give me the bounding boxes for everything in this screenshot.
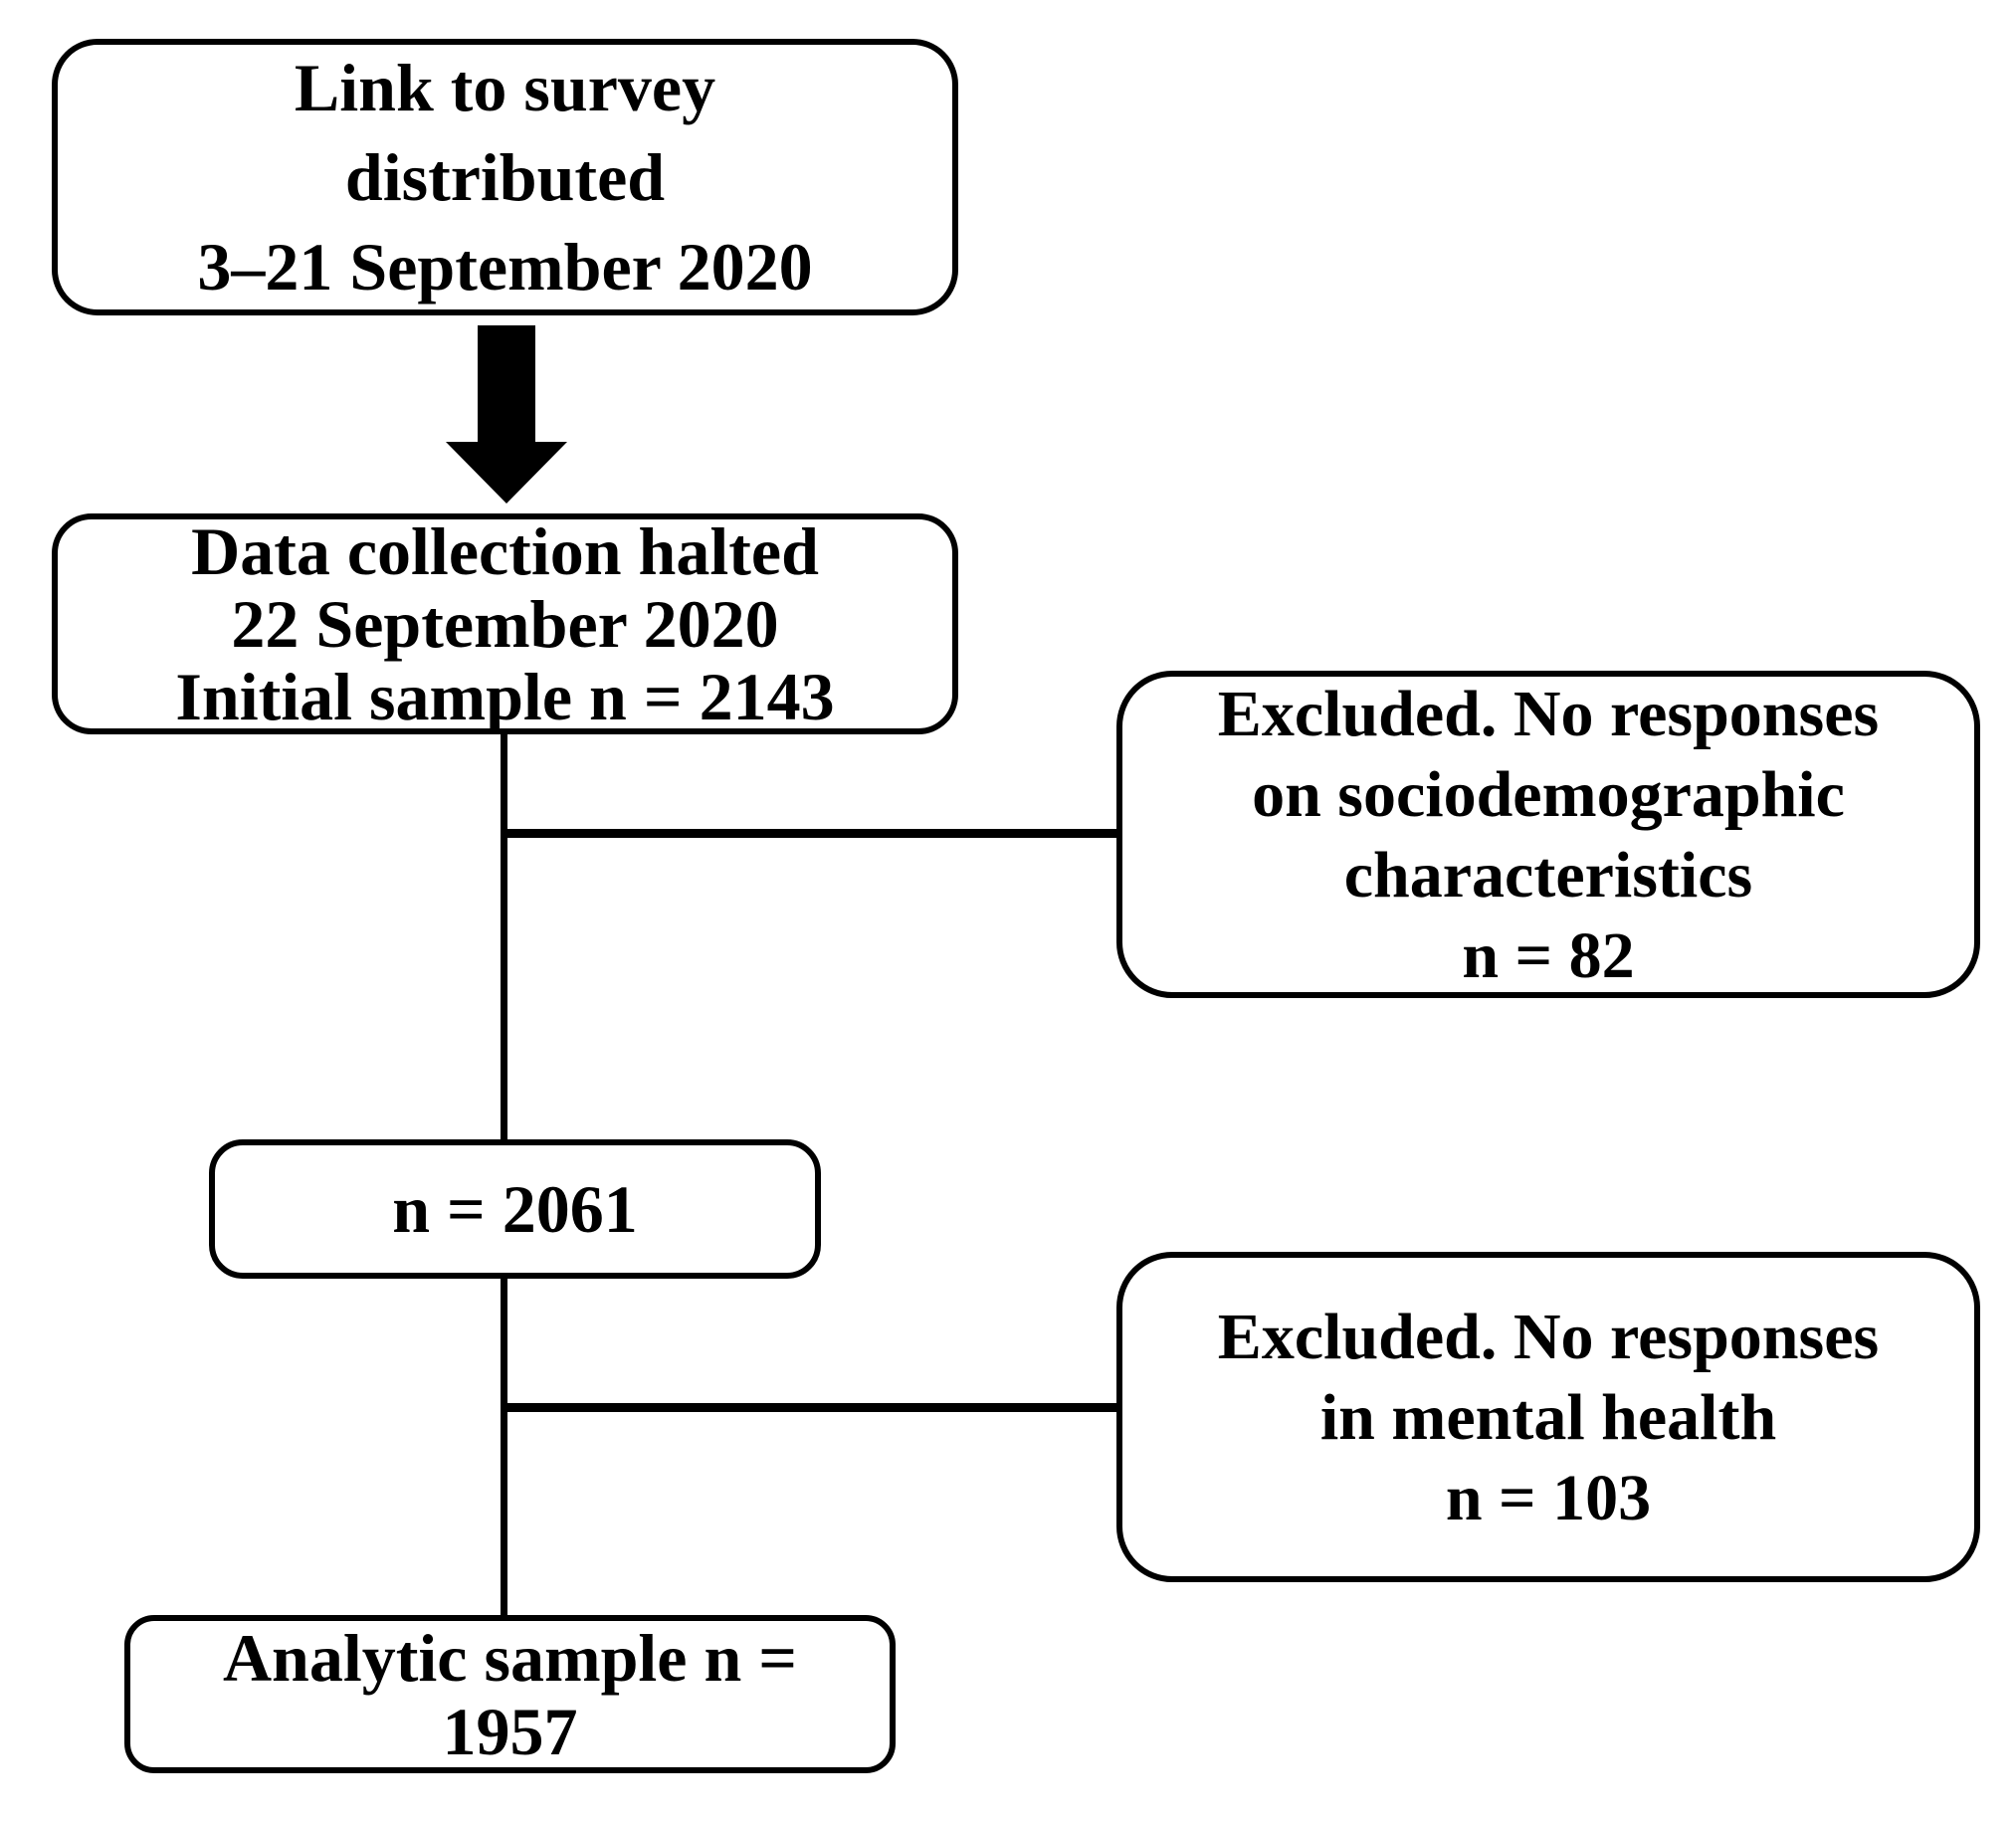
node-survey-link-line2: distributed xyxy=(344,139,666,215)
connector-vertical-2 xyxy=(501,1277,507,1620)
node-survey-link: Link to survey distributed 3–21 Septembe… xyxy=(52,39,958,315)
node-excluded-sociodemographic-line1: Excluded. No responses xyxy=(1217,677,1880,750)
down-arrow-head xyxy=(446,442,567,504)
node-excluded-sociodemographic-line3: characteristics xyxy=(1343,838,1753,912)
node-analytic-sample: Analytic sample n = 1957 xyxy=(124,1615,896,1773)
node-analytic-sample-line1: Analytic sample n = xyxy=(222,1619,798,1696)
connector-branch-excluded-2 xyxy=(501,1403,1122,1412)
node-excluded-sociodemographic-line2: on sociodemographic xyxy=(1252,757,1845,831)
node-data-collection-line2: 22 September 2020 xyxy=(231,585,779,662)
node-excluded-mental-health-count: n = 103 xyxy=(1445,1461,1652,1534)
down-arrow-stem xyxy=(478,325,535,447)
node-excluded-mental-health-line1: Excluded. No responses xyxy=(1217,1300,1880,1373)
connector-branch-excluded-1 xyxy=(501,829,1122,838)
node-data-collection-halted: Data collection halted 22 September 2020… xyxy=(52,513,958,734)
node-analytic-sample-count: 1957 xyxy=(442,1693,578,1769)
node-sample-2061: n = 2061 xyxy=(209,1139,821,1279)
node-data-collection-line3: Initial sample n = 2143 xyxy=(175,658,835,734)
node-data-collection-line1: Data collection halted xyxy=(191,512,819,589)
node-excluded-sociodemographic: Excluded. No responses on sociodemograph… xyxy=(1116,671,1980,998)
node-excluded-mental-health: Excluded. No responses in mental health … xyxy=(1116,1252,1980,1582)
node-excluded-sociodemographic-count: n = 82 xyxy=(1462,918,1635,992)
node-excluded-mental-health-line2: in mental health xyxy=(1319,1380,1777,1454)
node-sample-2061-count: n = 2061 xyxy=(392,1171,638,1247)
connector-vertical-1 xyxy=(501,734,507,1144)
node-survey-link-line1: Link to survey xyxy=(294,50,716,125)
node-survey-link-line3: 3–21 September 2020 xyxy=(197,229,813,304)
